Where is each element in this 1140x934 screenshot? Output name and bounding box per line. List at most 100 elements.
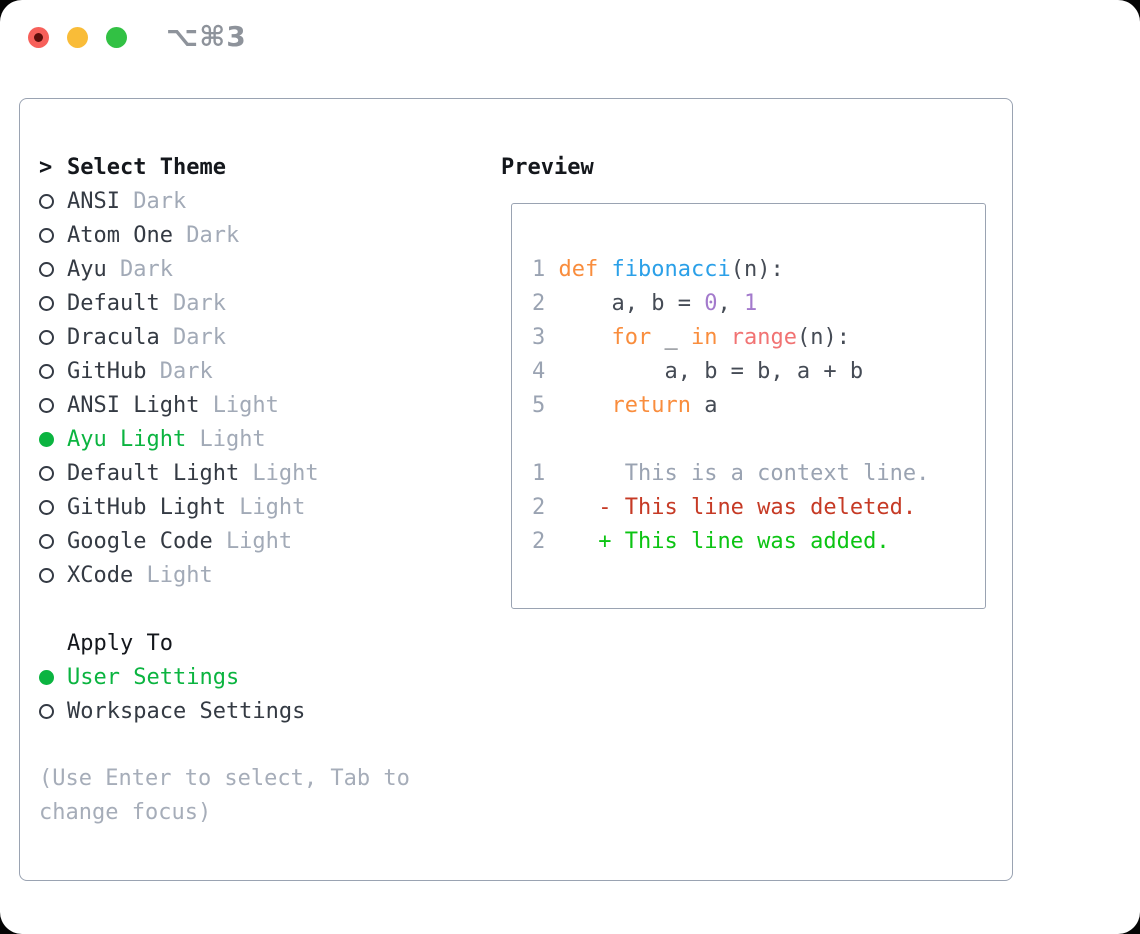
code-line: 2 + This line was added.: [532, 525, 929, 559]
radio-icon[interactable]: [39, 227, 54, 243]
theme-option-row[interactable]: Dracula Dark: [39, 320, 319, 354]
theme-option-row[interactable]: GitHub Light Light: [39, 490, 319, 524]
option-label[interactable]: GitHub Light: [67, 494, 226, 520]
radio-icon[interactable]: [39, 499, 54, 515]
code-segment: a, b = b, a + b: [558, 359, 864, 384]
code-segment: [559, 325, 612, 350]
apply-option-row[interactable]: Workspace Settings: [39, 694, 305, 728]
option-label[interactable]: Default Light: [67, 460, 240, 486]
theme-option-row[interactable]: Default Dark: [39, 286, 319, 320]
code-segment: - This line was deleted.: [558, 495, 917, 520]
code-segment: 2: [532, 495, 559, 520]
code-segment: + This line was added.: [558, 529, 890, 554]
radio-selected-icon[interactable]: [39, 431, 54, 447]
code-segment: a: [704, 393, 718, 418]
radio-icon[interactable]: [39, 465, 54, 481]
radio-icon[interactable]: [39, 567, 54, 583]
theme-variant-label: Dark: [172, 290, 226, 316]
theme-option-row[interactable]: Ayu Light Light: [39, 422, 319, 456]
hint-line: (Use Enter to select, Tab to: [39, 766, 410, 791]
code-segment: 4: [532, 359, 559, 384]
theme-variant-label: Dark: [119, 256, 173, 282]
close-dot-icon: [34, 32, 43, 42]
theme-option-row[interactable]: ANSI Dark: [39, 184, 319, 218]
preview-header: Preview: [501, 150, 594, 184]
code-line: 2 a, b = 0, 1: [532, 287, 929, 321]
option-label[interactable]: ANSI: [67, 188, 120, 214]
code-segment: 5: [532, 393, 559, 418]
code-segment: in: [690, 325, 731, 350]
theme-option-row[interactable]: Default Light Light: [39, 456, 319, 490]
option-label[interactable]: User Settings: [67, 664, 240, 690]
radio-icon[interactable]: [39, 193, 54, 209]
theme-variant-label: Light: [146, 562, 213, 588]
option-label[interactable]: Atom One: [67, 222, 173, 248]
theme-variant-label: Light: [212, 392, 279, 418]
option-label[interactable]: XCode: [67, 562, 134, 588]
window-titlebar: ⌥⌘3: [28, 20, 247, 53]
code-segment: 1: [743, 291, 758, 316]
code-segment: a, b =: [558, 291, 705, 316]
option-label[interactable]: ANSI Light: [67, 392, 200, 418]
radio-icon[interactable]: [39, 261, 54, 277]
theme-option-row[interactable]: Ayu Dark: [39, 252, 319, 286]
theme-variant-label: Dark: [172, 324, 226, 350]
option-label[interactable]: Ayu: [67, 256, 107, 282]
code-segment: for: [611, 325, 665, 350]
radio-icon[interactable]: [39, 329, 54, 345]
theme-option-row[interactable]: Atom One Dark: [39, 218, 319, 252]
radio-selected-icon[interactable]: [39, 669, 54, 685]
option-label[interactable]: Workspace Settings: [67, 698, 306, 724]
preview-title: Preview: [501, 154, 594, 180]
radio-icon[interactable]: [39, 295, 54, 311]
code-line: 5 return a: [532, 389, 929, 423]
theme-variant-label: Light: [239, 494, 306, 520]
code-segment: 3: [532, 325, 559, 350]
theme-selector-panel: > Select Theme ANSI Dark Atom One Dark A…: [19, 98, 1013, 881]
code-segment: 0: [704, 291, 718, 316]
theme-option-row[interactable]: Google Code Light: [39, 524, 319, 558]
option-label[interactable]: Dracula: [67, 324, 160, 350]
code-line: 3 for _ in range(n):: [532, 321, 929, 355]
code-segment: 1: [532, 257, 559, 282]
radio-icon[interactable]: [39, 363, 54, 379]
radio-icon[interactable]: [39, 703, 54, 719]
apply-to-title: Apply To: [67, 630, 173, 656]
radio-icon[interactable]: [39, 397, 54, 413]
code-segment: _: [664, 325, 691, 350]
code-segment: 2: [532, 529, 559, 554]
code-segment: fibonacci: [611, 257, 731, 282]
option-label[interactable]: Ayu Light: [67, 426, 187, 452]
theme-variant-label: Light: [199, 426, 266, 452]
zoom-button[interactable]: [106, 26, 127, 48]
theme-variant-label: Dark: [159, 358, 213, 384]
theme-variant-label: Dark: [133, 188, 187, 214]
code-segment: This is a context line.: [558, 461, 930, 486]
code-line: 1 def fibonacci(n):: [532, 253, 929, 287]
window-title-shortcut: ⌥⌘3: [166, 20, 247, 53]
apply-to-header: Apply To: [39, 626, 173, 660]
option-label[interactable]: Google Code: [67, 528, 213, 554]
minimize-button[interactable]: [67, 26, 88, 48]
code-segment: def: [558, 257, 612, 282]
radio-icon[interactable]: [39, 533, 54, 549]
focus-prompt-icon: >: [39, 154, 53, 180]
code-line: 1 This is a context line.: [532, 457, 929, 491]
theme-option-row[interactable]: XCode Light: [39, 558, 319, 592]
theme-variant-label: Light: [252, 460, 319, 486]
option-label[interactable]: Default: [67, 290, 160, 316]
code-segment: ,: [717, 291, 744, 316]
theme-variant-label: Dark: [186, 222, 240, 248]
close-button[interactable]: [28, 26, 49, 48]
code-line: 4 a, b = b, a + b: [532, 355, 929, 389]
theme-list: ANSI Dark Atom One Dark Ayu Dark Default…: [39, 184, 319, 592]
option-label[interactable]: GitHub: [67, 358, 147, 384]
theme-option-row[interactable]: ANSI Light Light: [39, 388, 319, 422]
apply-option-row[interactable]: User Settings: [39, 660, 305, 694]
theme-option-row[interactable]: GitHub Dark: [39, 354, 319, 388]
theme-variant-label: Light: [225, 528, 293, 554]
code-segment: (n):: [730, 257, 784, 282]
